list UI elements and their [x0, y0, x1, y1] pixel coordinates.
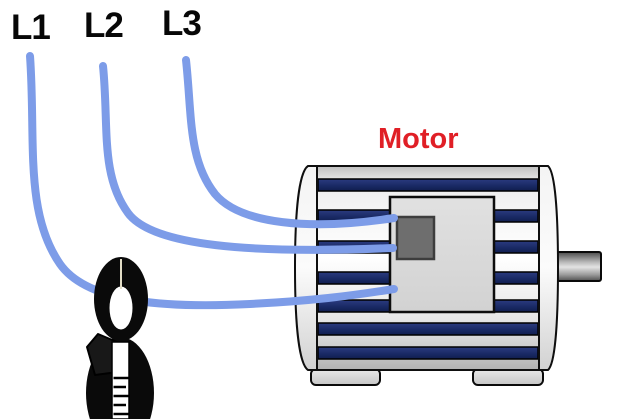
motor-foot-right: [472, 368, 544, 386]
motor-endcap-right: [538, 165, 560, 371]
motor-body-outline: [316, 165, 540, 371]
label-l2: L2: [84, 6, 124, 45]
clamp-meter-icon: [86, 257, 154, 419]
wire-l2: [99, 62, 397, 254]
motor-icon: [293, 165, 602, 386]
label-motor: Motor: [378, 123, 459, 155]
motor-endcap-left: [293, 165, 318, 371]
label-l1: L1: [11, 8, 51, 47]
fin-stripe: [317, 346, 539, 360]
fin-stripe: [317, 178, 539, 192]
wire-l3: [182, 56, 398, 229]
clamp-meter-scale: [111, 341, 130, 419]
clamp-meter-scale-ticks: [113, 376, 129, 416]
label-l3: L3: [162, 4, 202, 43]
motor-foot-left: [310, 368, 381, 386]
clamp-jaw-opening: [109, 286, 133, 330]
terminal-block: [395, 215, 436, 261]
fin-stripe: [317, 322, 539, 336]
